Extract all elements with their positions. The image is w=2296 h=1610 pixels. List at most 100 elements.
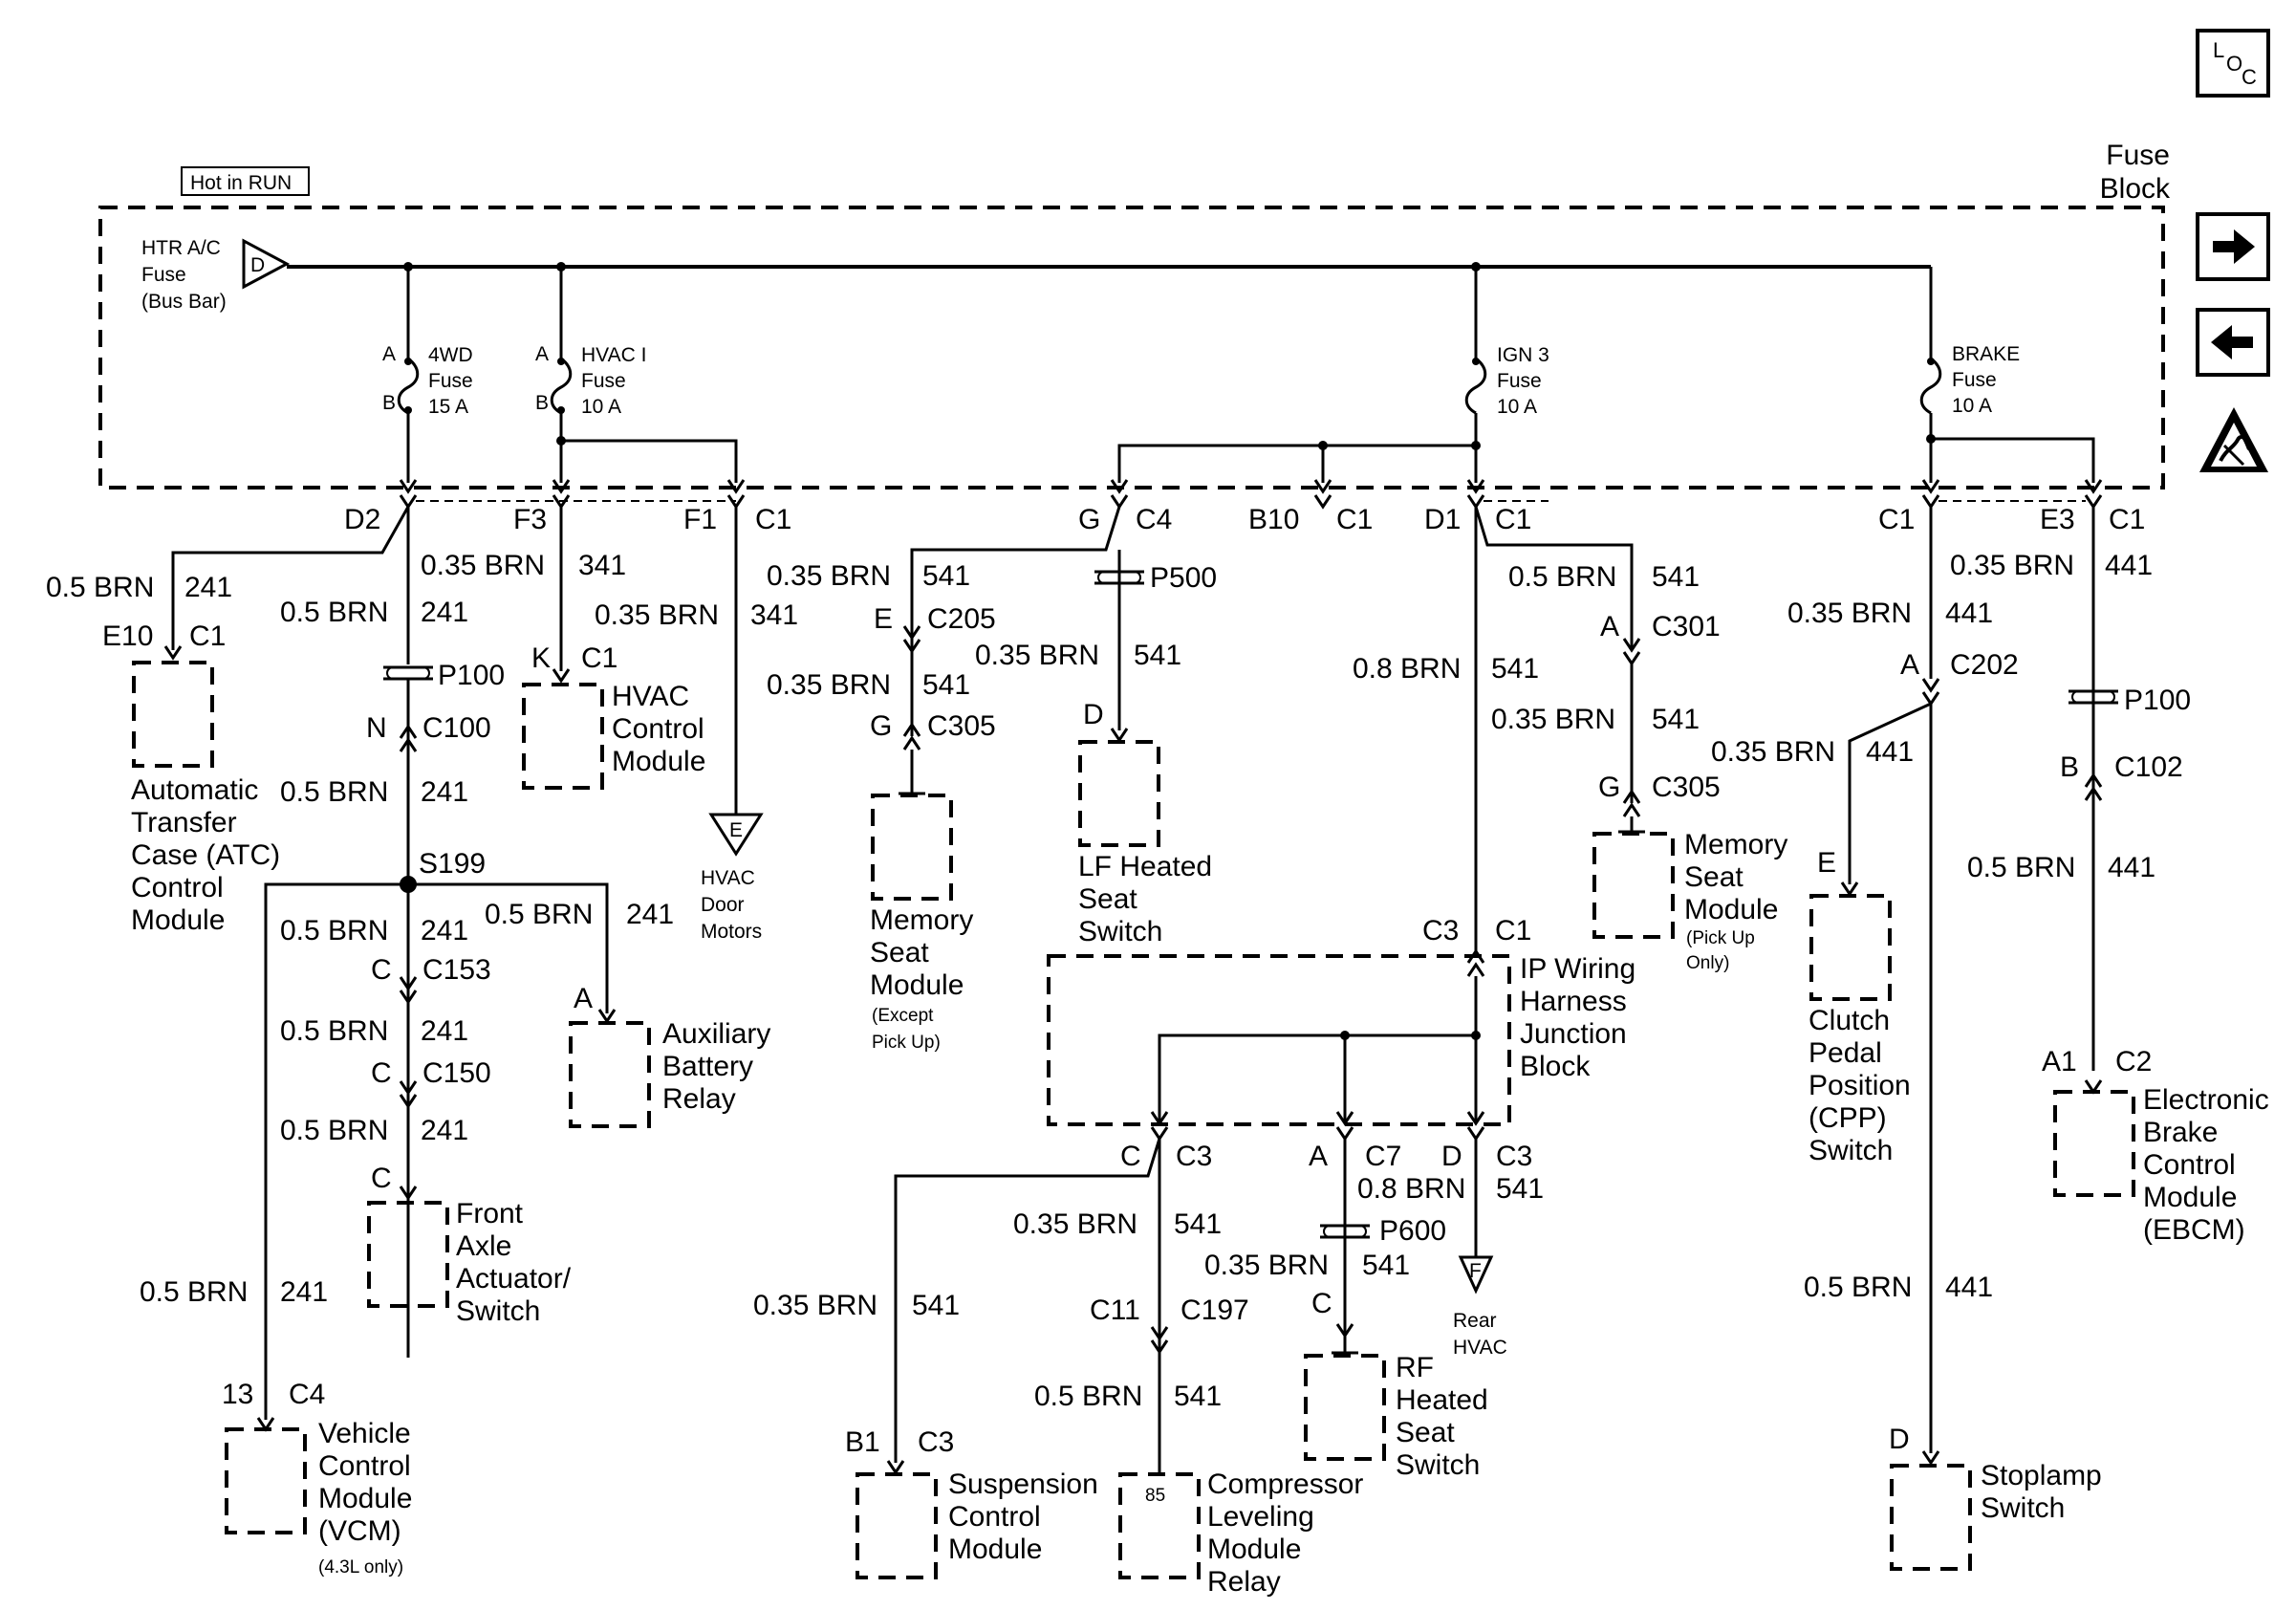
fuse-hvac-label: HVAC I [581, 344, 646, 366]
svg-text:0.35 BRN: 0.35 BRN [767, 669, 891, 701]
svg-text:0.5 BRN: 0.5 BRN [280, 1115, 388, 1146]
svg-text:0.35 BRN: 0.35 BRN [1950, 550, 2074, 581]
atc-module-label: Automatic Transfer Case (ATC) Control Mo… [131, 774, 280, 936]
svg-text:C301: C301 [1652, 611, 1721, 642]
svg-text:Harness: Harness [1520, 986, 1627, 1017]
svg-text:B: B [2060, 751, 2079, 783]
compressor-relay-box [1118, 1472, 1201, 1579]
htr-fuse-label: Fuse [141, 264, 186, 286]
svg-text:0.35 BRN: 0.35 BRN [767, 560, 891, 592]
memory-seat-module-except-pickup-box [871, 794, 953, 901]
svg-text:C202: C202 [1950, 649, 2019, 681]
vcm-label: Vehicle Control Module (VCM) (4.3L only) [318, 1418, 412, 1577]
svg-text:0.5 BRN: 0.5 BRN [1967, 852, 2075, 883]
svg-text:Switch: Switch [1809, 1135, 1893, 1166]
svg-text:85: 85 [1145, 1486, 1165, 1506]
fuse-4wd-label: 15 A [428, 396, 468, 418]
svg-text:E10: E10 [102, 620, 153, 652]
svg-text:0.35 BRN: 0.35 BRN [1204, 1250, 1329, 1281]
cpp-switch-box [1809, 894, 1892, 1001]
esd-warning-icon [2199, 407, 2268, 472]
svg-text:541: 541 [1491, 653, 1539, 685]
svg-text:C3: C3 [1496, 1141, 1532, 1172]
svg-text:Seat: Seat [1396, 1417, 1455, 1448]
svg-text:Vehicle: Vehicle [318, 1418, 411, 1449]
svg-text:Battery: Battery [662, 1051, 753, 1082]
svg-text:C7: C7 [1365, 1141, 1401, 1172]
aux-battery-relay-box [569, 1021, 651, 1128]
svg-text:A: A [574, 983, 593, 1014]
svg-text:0.5 BRN: 0.5 BRN [46, 572, 154, 603]
svg-text:E: E [1817, 847, 1836, 879]
svg-text:Control: Control [318, 1450, 411, 1482]
svg-text:Control: Control [2143, 1149, 2236, 1181]
svg-text:Pedal: Pedal [1809, 1037, 1882, 1069]
hot-in-run-box [181, 166, 310, 196]
svg-text:Junction: Junction [1520, 1018, 1627, 1050]
svg-text:Seat: Seat [1078, 883, 1137, 915]
svg-text:A1: A1 [2042, 1046, 2077, 1077]
svg-text:0.5 BRN: 0.5 BRN [485, 899, 593, 930]
fuse-ign3-label: 10 A [1497, 396, 1537, 418]
location-button[interactable]: L O C [2196, 29, 2270, 98]
svg-text:Memory: Memory [1684, 829, 1787, 860]
fuse-brake-symbol [1919, 357, 1942, 415]
svg-text:F: F [1469, 1260, 1482, 1282]
svg-text:C197: C197 [1180, 1295, 1249, 1326]
svg-text:Auxiliary: Auxiliary [662, 1018, 770, 1050]
svg-text:Switch: Switch [1981, 1492, 2065, 1524]
svg-text:Module: Module [948, 1534, 1042, 1565]
svg-text:13: 13 [222, 1379, 253, 1410]
svg-text:L: L [2213, 38, 2224, 62]
svg-text:241: 241 [280, 1276, 328, 1308]
svg-text:C11: C11 [1090, 1295, 1140, 1326]
svg-text:D1: D1 [1424, 504, 1461, 535]
svg-text:241: 241 [421, 915, 468, 946]
svg-text:Module: Module [870, 969, 964, 1001]
svg-text:E3: E3 [2040, 504, 2075, 535]
svg-text:241: 241 [184, 572, 232, 603]
hvac-door-motors-arrow [708, 813, 764, 857]
svg-text:0.5 BRN: 0.5 BRN [140, 1276, 248, 1308]
svg-text:0.5 BRN: 0.5 BRN [280, 1015, 388, 1047]
lf-heated-seat-switch-box [1078, 740, 1160, 847]
svg-text:Module: Module [318, 1483, 412, 1514]
svg-text:C1: C1 [2109, 504, 2145, 535]
svg-text:F1: F1 [683, 504, 717, 535]
svg-text:Rear: Rear [1453, 1310, 1497, 1332]
fuse-brake-label: BRAKE [1952, 343, 2020, 365]
svg-text:D: D [1889, 1424, 1910, 1455]
fuse-4wd-label: Fuse [428, 370, 473, 392]
connector-chevrons [399, 479, 2103, 510]
svg-text:541: 541 [1652, 704, 1700, 735]
svg-text:Memory: Memory [870, 904, 973, 936]
svg-text:RF: RF [1396, 1352, 1434, 1383]
svg-text:C102: C102 [2114, 751, 2183, 783]
svg-text:C1: C1 [189, 620, 226, 652]
svg-text:C4: C4 [289, 1379, 325, 1410]
svg-text:Door: Door [701, 894, 745, 916]
svg-text:Stoplamp: Stoplamp [1981, 1460, 2102, 1491]
svg-text:0.8 BRN: 0.8 BRN [1353, 653, 1461, 685]
svg-text:(VCM): (VCM) [318, 1515, 401, 1547]
htr-terminal-letter: D [250, 254, 265, 276]
svg-text:Front: Front [456, 1198, 524, 1229]
svg-text:0.35 BRN: 0.35 BRN [1491, 704, 1615, 735]
svg-text:Position: Position [1809, 1070, 1911, 1101]
svg-text:C3: C3 [1176, 1141, 1212, 1172]
svg-text:A: A [1900, 649, 1919, 681]
svg-text:241: 241 [421, 1015, 468, 1047]
svg-text:Electronic: Electronic [2143, 1084, 2269, 1116]
svg-text:241: 241 [421, 597, 468, 628]
previous-page-button[interactable] [2196, 308, 2270, 377]
ip-junction-block-boundary [1047, 954, 1511, 1126]
svg-text:(Except: (Except [872, 1006, 934, 1026]
next-page-button[interactable] [2196, 212, 2270, 281]
svg-text:C100: C100 [422, 712, 491, 744]
svg-text:G: G [1078, 504, 1100, 535]
atc-module-box [132, 661, 214, 768]
svg-text:441: 441 [2105, 550, 2153, 581]
hot-in-run-label: Hot in RUN [190, 172, 292, 194]
svg-text:C: C [371, 954, 392, 986]
